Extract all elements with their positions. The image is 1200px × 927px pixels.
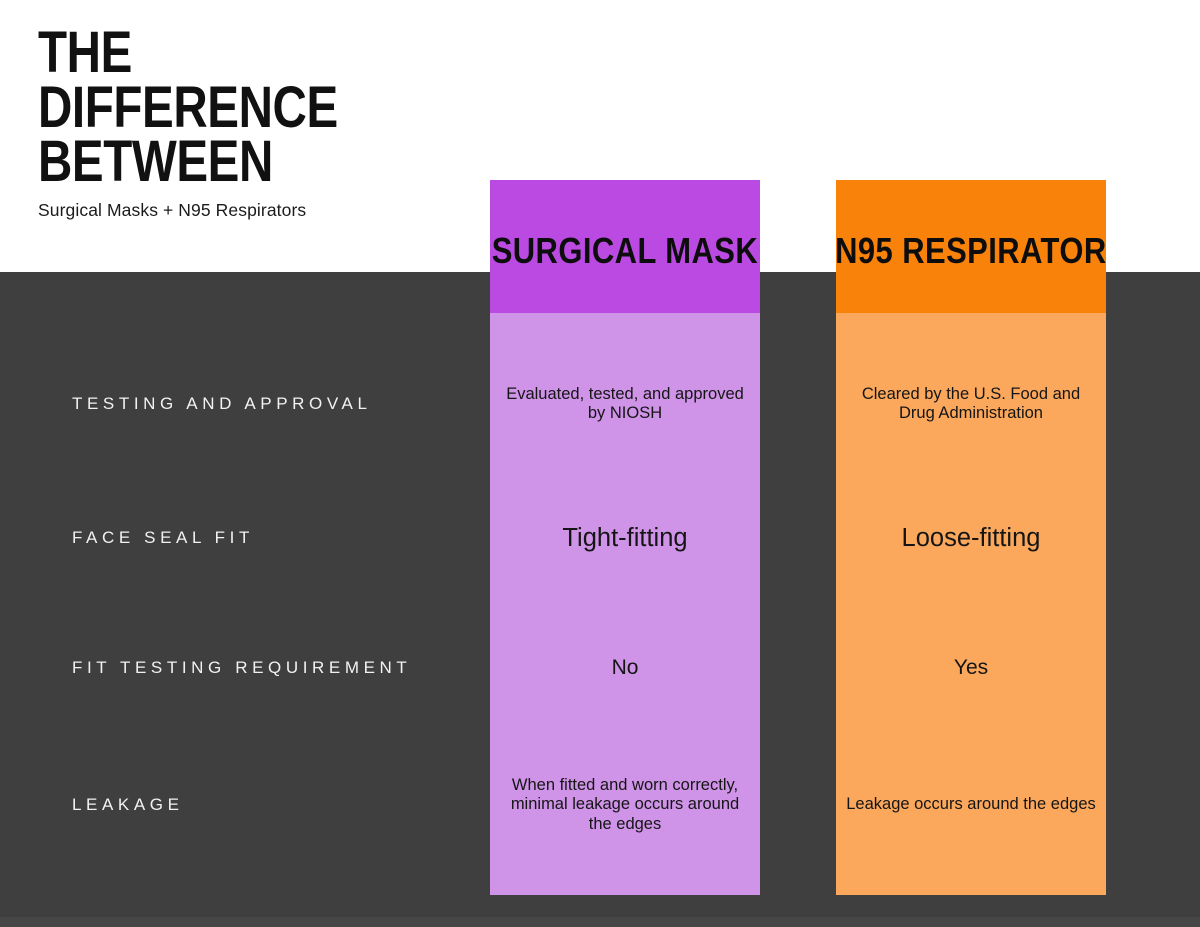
row-label-face-seal-fit: FACE SEAL FIT [72,528,254,547]
cell-text: Leakage occurs around the edges [846,795,1096,814]
table-row: FACE SEAL FIT Tight-fitting Loose-fittin… [0,471,1200,605]
title-block: THE DIFFERENCE BETWEEN Surgical Masks + … [38,20,468,221]
cell-text: When fitted and worn correctly, minimal … [510,775,740,833]
cell-surgical-leakage: When fitted and worn correctly, minimal … [490,738,760,872]
cell-text: Tight-fitting [562,523,688,552]
row-label-leakage: LEAKAGE [72,795,184,814]
cell-text: Loose-fitting [901,523,1041,552]
column-header-label-n95-respirator: N95 RESPIRATOR [835,229,1107,271]
cell-n95-testing-and-approval: Cleared by the U.S. Food and Drug Admini… [836,337,1106,471]
column-header-label-surgical-mask: SURGICAL MASK [491,229,759,271]
column-surgical-mask: SURGICAL MASK [490,180,760,895]
title-line-1: THE [38,20,132,85]
column-header-surgical-mask: SURGICAL MASK [490,180,760,313]
column-body-surgical-mask [490,313,760,895]
table-row: LEAKAGE When fitted and worn correctly, … [0,738,1200,872]
table-row: TESTING AND APPROVAL Evaluated, tested, … [0,337,1200,471]
bottom-edge-strip [0,917,1200,927]
title-line-3: BETWEEN [38,129,273,195]
cell-n95-leakage: Leakage occurs around the edges [836,738,1106,872]
cell-text: Evaluated, tested, and approved by NIOSH [506,384,744,422]
column-header-n95-respirator: N95 RESPIRATOR [835,180,1107,313]
title-line-2: DIFFERENCE [38,74,338,140]
cell-surgical-fit-testing-requirement: No [490,601,760,735]
subtitle: Surgical Masks + N95 Respirators [38,199,307,220]
cell-text: Cleared by the U.S. Food and Drug Admini… [861,384,1081,422]
cell-surgical-face-seal-fit: Tight-fitting [490,471,760,605]
cell-n95-fit-testing-requirement: Yes [836,601,1106,735]
cell-text: No [611,655,639,679]
column-n95-respirator: N95 RESPIRATOR [835,180,1107,895]
row-label-fit-testing-requirement: FIT TESTING REQUIREMENT [72,658,412,677]
cell-surgical-testing-and-approval: Evaluated, tested, and approved by NIOSH [490,337,760,471]
cell-text: Yes [953,655,989,679]
cell-n95-face-seal-fit: Loose-fitting [836,471,1106,605]
table-row: FIT TESTING REQUIREMENT No Yes [0,601,1200,735]
column-body-n95-respirator [836,313,1106,895]
row-label-testing-and-approval: TESTING AND APPROVAL [72,394,372,413]
